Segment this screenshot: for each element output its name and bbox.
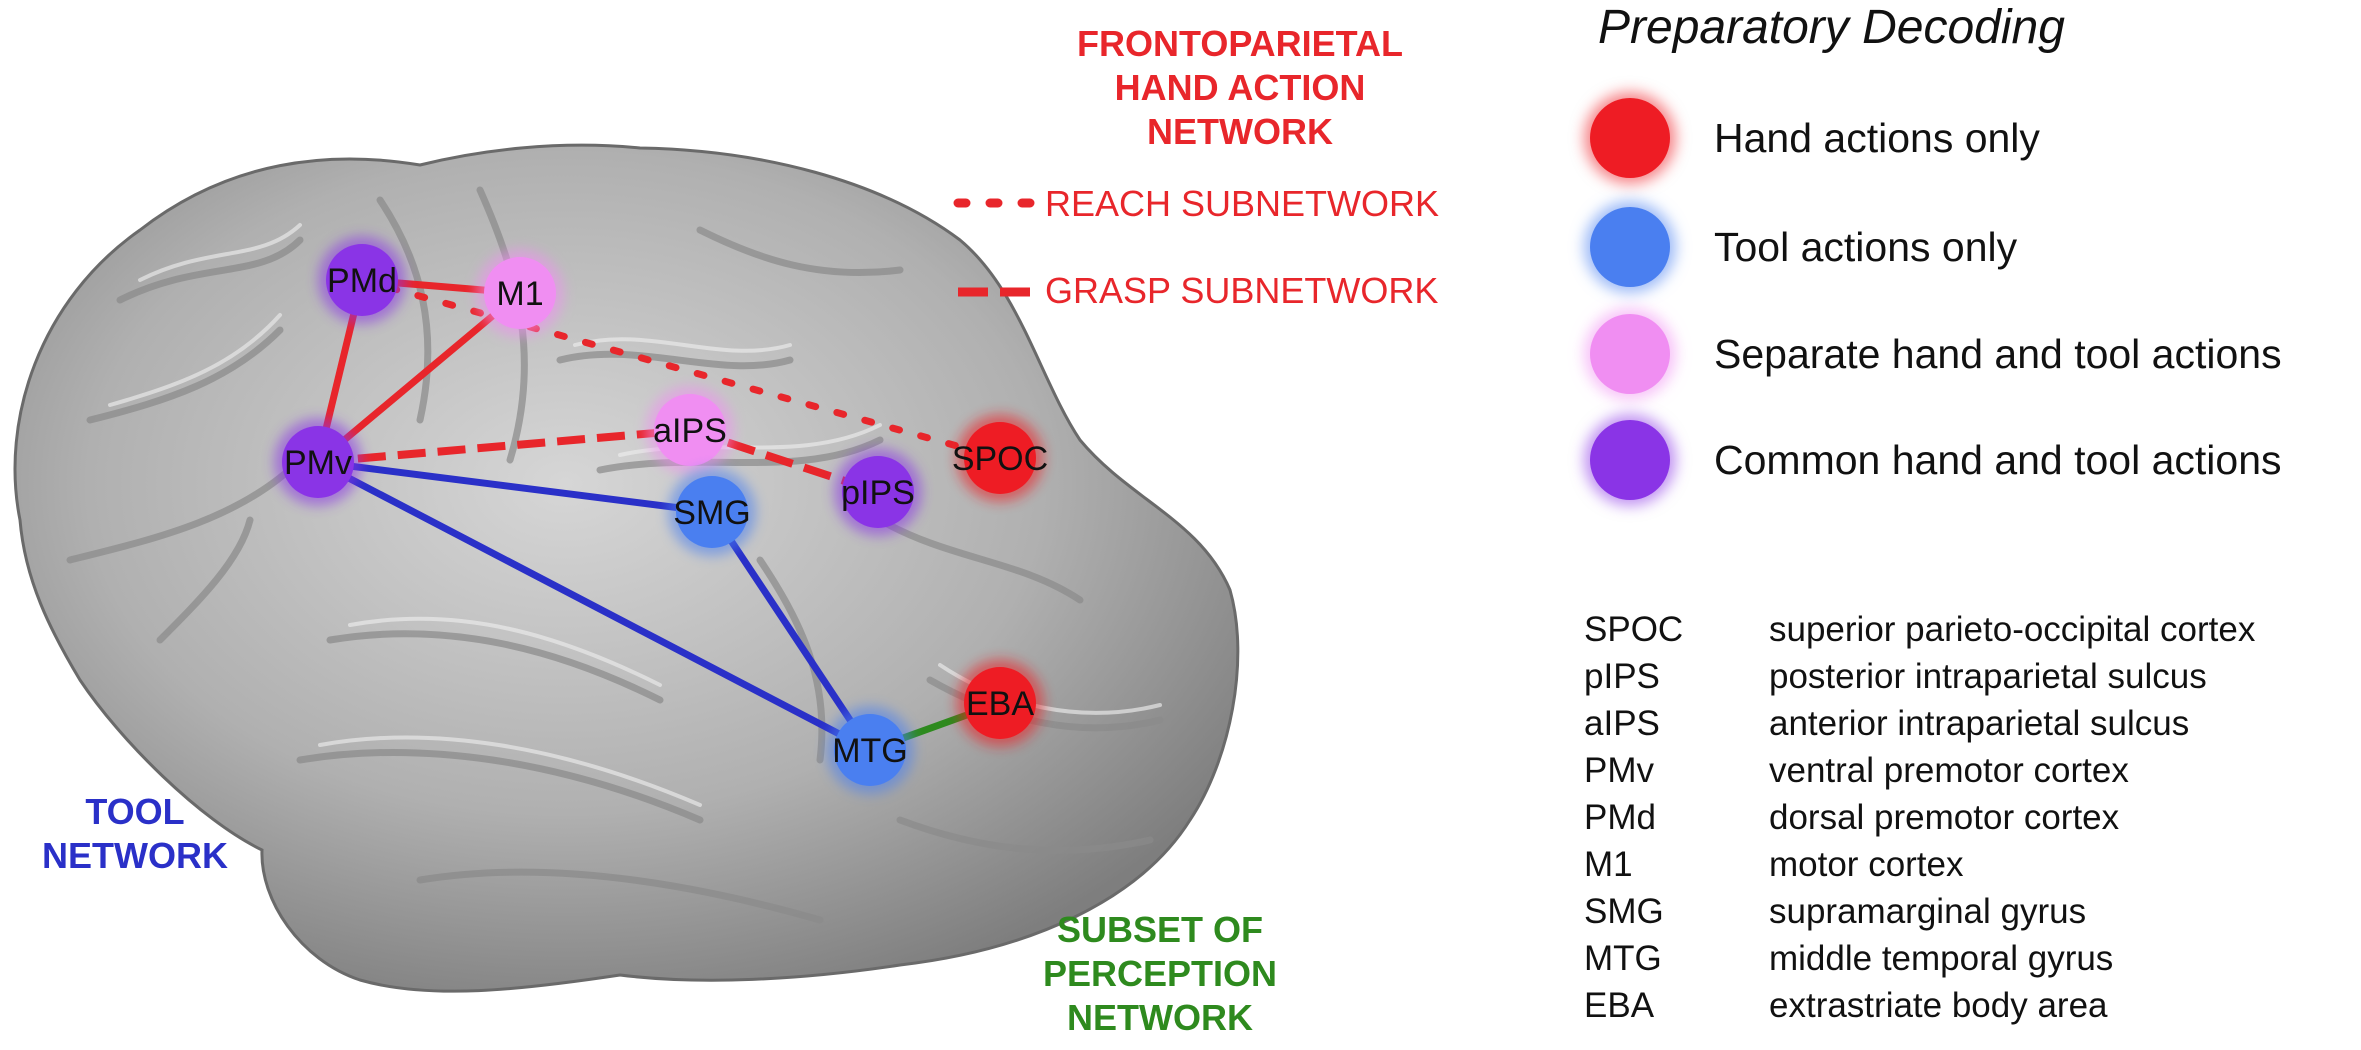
red-dot-icon [1590, 98, 1670, 178]
legend-title: Preparatory Decoding [1598, 1, 2065, 54]
abbreviation-definition: middle temporal gyrus [1769, 939, 2114, 978]
reach-subnetwork-label: REACH SUBNETWORK [1045, 183, 1440, 224]
abbreviation-key: PMd [1584, 798, 1656, 837]
node-dot [676, 476, 748, 548]
legend-label: Tool actions only [1714, 224, 2018, 270]
node-aips: aIPS [646, 386, 734, 474]
pink-dot-icon [1590, 314, 1670, 394]
node-pmv: PMv [274, 418, 362, 506]
node-dot [834, 714, 906, 786]
network-title-line-3: NETWORK [1147, 110, 1333, 152]
abbreviation-row: aIPS anterior intraparietal sulcus [1584, 704, 2354, 750]
abbreviation-definition: superior parieto-occipital cortex [1769, 610, 2256, 649]
node-label: PMd [327, 262, 397, 300]
abbreviation-key: MTG [1584, 939, 1662, 978]
network-title-line-1: FRONTOPARIETAL [1077, 23, 1403, 64]
node-smg: SMG [668, 468, 756, 556]
abbreviation-definition: ventral premotor cortex [1769, 751, 2129, 790]
abbreviation-definition: extrastriate body area [1769, 986, 2108, 1025]
blue-dot-icon [1590, 207, 1670, 287]
legend-item-tool: Tool actions only [1590, 207, 2350, 287]
edge-pmd-spoc [358, 276, 1004, 462]
edge-pmv-mtg [316, 458, 872, 754]
tool-network-line-1: TOOL [85, 791, 185, 832]
abbreviation-row: PMd dorsal premotor cortex [1584, 798, 2354, 844]
edge-pmv-smg [317, 458, 713, 516]
frontoparietal-network-title: FRONTOPARIETAL HAND ACTION NETWORK [1010, 22, 1470, 154]
perception-network-label: SUBSET OF PERCEPTION NETWORK [1010, 908, 1310, 1040]
abbreviation-key: aIPS [1584, 704, 1660, 743]
node-spoc: SPOC [952, 414, 1048, 502]
node-dot [964, 667, 1036, 739]
legend-label: Hand actions only [1714, 115, 2040, 161]
node-label: EBA [966, 685, 1034, 723]
network-title-line-2: HAND ACTION [1114, 66, 1366, 108]
node-label: aIPS [653, 412, 727, 450]
abbreviation-key: pIPS [1584, 657, 1660, 696]
node-dot [326, 244, 398, 316]
perception-line-2: PERCEPTION [1042, 952, 1278, 994]
node-pips: pIPS [834, 448, 922, 536]
node-label: M1 [496, 275, 543, 313]
node-label: PMv [284, 444, 352, 482]
perception-line-1: SUBSET OF [1056, 909, 1263, 950]
abbreviation-row: SPOC superior parieto-occipital cortex [1584, 610, 2354, 656]
legend-item-separate: Separate hand and tool actions [1590, 314, 2350, 394]
node-dot [282, 426, 354, 498]
edge-pmv-aips [317, 426, 691, 466]
node-dot [484, 257, 556, 329]
abbreviation-row: SMG supramarginal gyrus [1584, 892, 2354, 938]
abbreviation-definition: anterior intraparietal sulcus [1769, 704, 2190, 743]
node-eba: EBA [956, 659, 1044, 747]
abbreviation-row: PMv ventral premotor cortex [1584, 751, 2354, 797]
node-dot [654, 394, 726, 466]
abbreviation-definition: motor cortex [1769, 845, 1964, 884]
node-m1: M1 [476, 249, 564, 337]
edge-smg-mtg [709, 510, 873, 752]
abbreviation-definition: dorsal premotor cortex [1769, 798, 2120, 837]
legend-label: Separate hand and tool actions [1714, 331, 2282, 377]
legend-label: Common hand and tool actions [1714, 437, 2282, 483]
abbreviation-row: M1 motor cortex [1584, 845, 2354, 891]
abbreviation-key: EBA [1584, 986, 1655, 1025]
node-dot [964, 422, 1036, 494]
node-label: SPOC [952, 440, 1048, 478]
abbreviation-key: M1 [1584, 845, 1633, 884]
node-mtg: MTG [826, 706, 914, 794]
node-label: pIPS [841, 474, 915, 512]
purple-dot-icon [1590, 420, 1670, 500]
perception-line-3: NETWORK [1067, 996, 1253, 1038]
legend-item-hand: Hand actions only [1590, 98, 2350, 178]
abbreviation-key: SPOC [1584, 610, 1684, 649]
abbreviation-key: SMG [1584, 892, 1664, 931]
legend-item-common: Common hand and tool actions [1590, 420, 2350, 500]
abbreviation-row: MTG middle temporal gyrus [1584, 939, 2354, 985]
brain-surface [13, 143, 1240, 993]
abbreviation-definition: supramarginal gyrus [1769, 892, 2087, 931]
abbreviation-row: EBA extrastriate body area [1584, 986, 2354, 1032]
tool-network-label: TOOL NETWORK [20, 790, 250, 878]
tool-network-line-2: NETWORK [42, 834, 228, 876]
node-label: MTG [832, 732, 908, 770]
node-dot [842, 456, 914, 528]
node-label: SMG [673, 494, 750, 532]
abbreviation-row: pIPS posterior intraparietal sulcus [1584, 657, 2354, 703]
node-pmd: PMd [318, 236, 406, 324]
abbreviation-key: PMv [1584, 751, 1654, 790]
grasp-subnetwork-label: GRASP SUBNETWORK [1045, 270, 1439, 311]
abbreviation-definition: posterior intraparietal sulcus [1769, 657, 2207, 696]
